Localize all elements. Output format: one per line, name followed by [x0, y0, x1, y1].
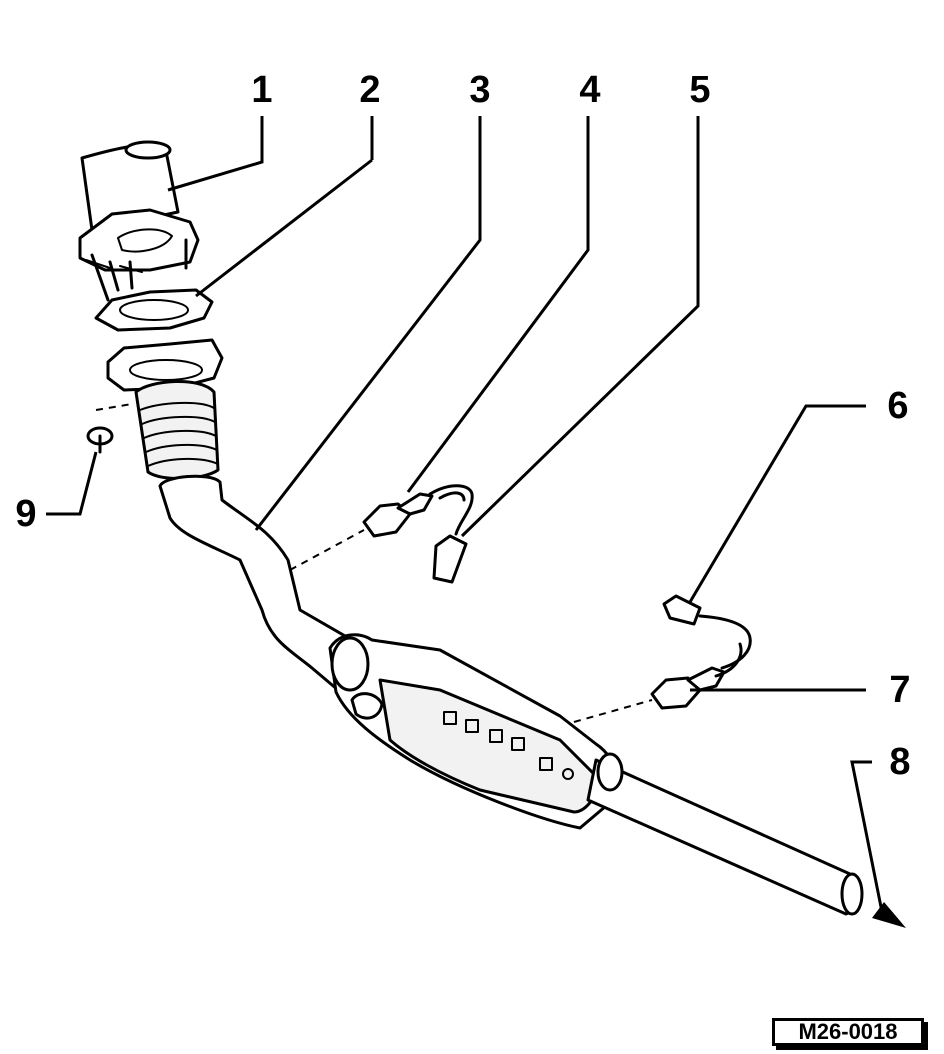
- leader-line-6: [688, 404, 866, 603]
- callout-7: 7: [889, 669, 911, 711]
- callout-5: 5: [689, 69, 711, 111]
- catalytic-converter: [328, 633, 618, 830]
- arrow-head-8: [872, 902, 906, 928]
- callout-8: 8: [889, 741, 911, 783]
- nut-alignment-line: [95, 403, 133, 411]
- leader-line-3: [254, 116, 482, 531]
- rear-pipe: [586, 752, 864, 916]
- leader-line-9: [46, 451, 98, 516]
- callout-3: 3: [469, 69, 491, 111]
- upstream-oxygen-sensor: [362, 484, 474, 538]
- exhaust-manifold-pipe: [78, 140, 200, 302]
- nut: [86, 426, 114, 454]
- downstream-sensor-alignment-line: [573, 699, 653, 723]
- leader-line-2b: [195, 158, 373, 298]
- callout-4: 4: [579, 69, 601, 111]
- downstream-oxygen-sensor: [650, 614, 752, 710]
- callout-1: 1: [251, 69, 273, 111]
- leader-line-1: [167, 116, 264, 192]
- front-flange: [106, 338, 224, 392]
- leader-line-8: [850, 760, 884, 913]
- callout-2: 2: [359, 69, 381, 111]
- flex-pipe: [134, 380, 220, 481]
- leader-lines: [46, 116, 906, 928]
- downstream-sensor-connector: [662, 594, 702, 626]
- callout-9: 9: [15, 493, 37, 535]
- gasket: [94, 288, 214, 332]
- front-exhaust-pipe: [158, 474, 354, 692]
- reference-code: M26-0018: [772, 1018, 924, 1046]
- upstream-sensor-connector: [432, 534, 468, 584]
- leader-line-5: [460, 116, 700, 538]
- leader-line-4: [406, 116, 590, 493]
- upstream-sensor-alignment-line: [289, 529, 365, 571]
- callout-6: 6: [887, 385, 909, 427]
